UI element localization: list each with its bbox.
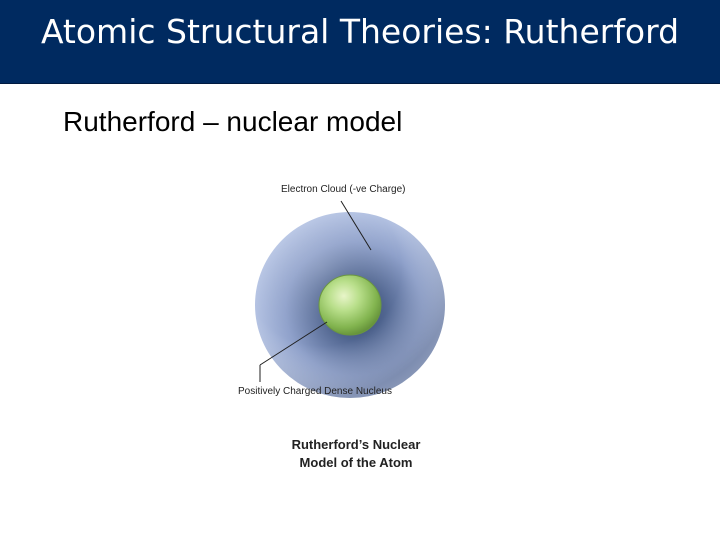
atom-diagram-svg: Electron Cloud (-ve Charge) Positively C… (230, 170, 470, 480)
slide-title: Atomic Structural Theories: Rutherford (0, 12, 720, 52)
caption-line-1: Rutherford’s Nuclear (292, 437, 421, 452)
nucleus (319, 275, 381, 335)
electron-cloud-label: Electron Cloud (-ve Charge) (281, 184, 406, 195)
subtitle-name: Rutherford (63, 106, 195, 137)
caption-line-2: Model of the Atom (300, 455, 413, 470)
subtitle-rest: – nuclear model (195, 106, 402, 137)
atom-diagram: Electron Cloud (-ve Charge) Positively C… (230, 170, 470, 480)
slide-subtitle: Rutherford – nuclear model (63, 104, 402, 140)
nucleus-label: Positively Charged Dense Nucleus (238, 386, 392, 397)
title-bar: Atomic Structural Theories: Rutherford (0, 0, 720, 84)
